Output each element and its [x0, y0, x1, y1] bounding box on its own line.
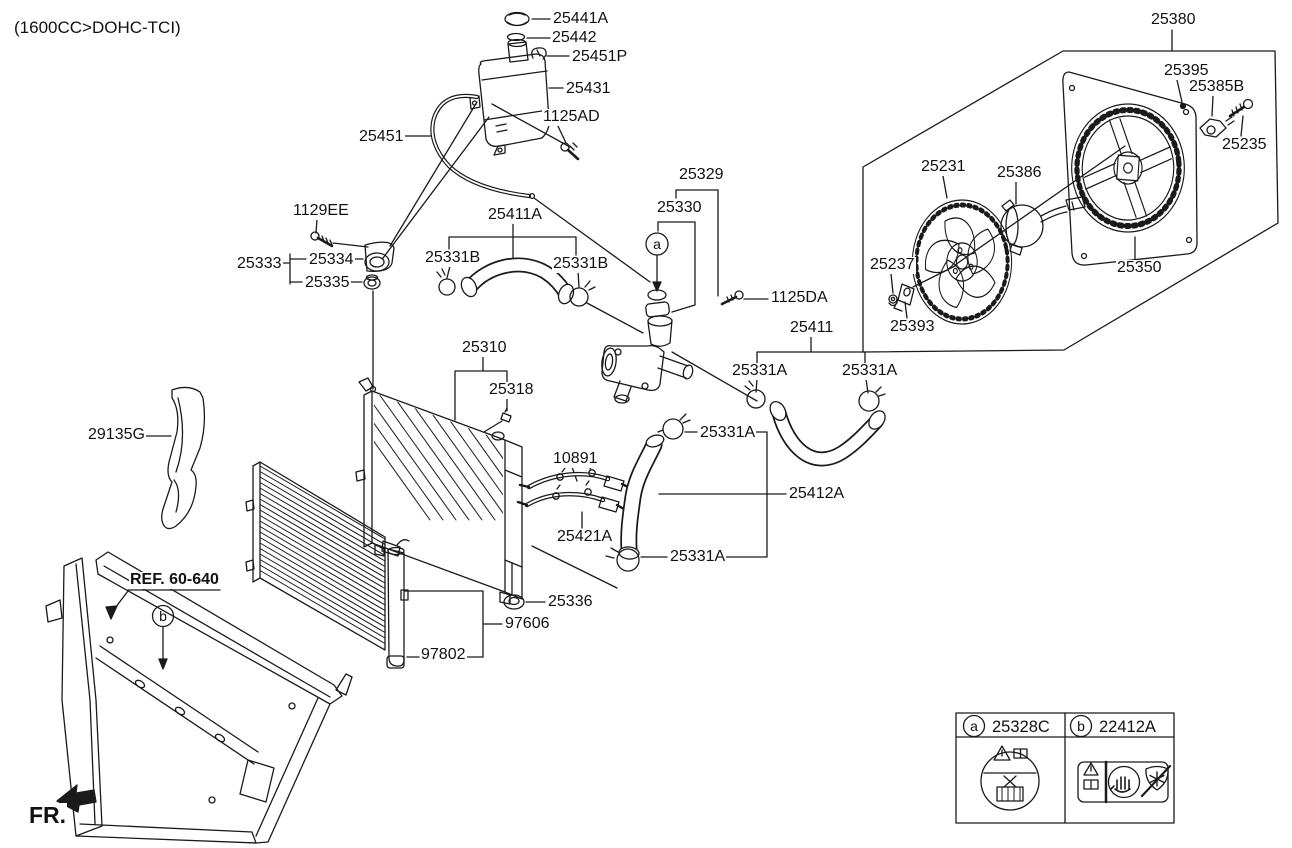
part-label-25411A: 25411A [487, 206, 543, 224]
part-label-25421A: 25421A [556, 528, 614, 546]
part-label-25318: 25318 [488, 381, 535, 399]
part-label-25451P: 25451P [571, 48, 629, 66]
part-label-25333: 25333 [236, 255, 283, 273]
part-label-25331A-4: 25331A [669, 548, 727, 566]
part-label-25330: 25330 [656, 199, 703, 217]
air-guard [141, 386, 206, 530]
part-label-10891: 10891 [552, 450, 599, 468]
part-label-1125AD: 1125AD [542, 108, 601, 126]
part-label-1129EE: 1129EE [292, 202, 350, 220]
condenser-group [245, 461, 503, 669]
part-label-25386: 25386 [996, 164, 1043, 182]
legend-table: a 25328C b 22412A [955, 712, 1175, 824]
filler-neck-group [601, 189, 769, 404]
part-label-25442: 25442 [551, 29, 598, 47]
legend-a-code: 25328C [992, 718, 1050, 736]
part-label-25334: 25334 [308, 251, 355, 269]
part-label-25451: 25451 [358, 128, 405, 146]
part-label-25335: 25335 [304, 274, 351, 292]
part-label-25441A: 25441A [552, 10, 610, 28]
part-label-25411: 25411 [789, 319, 835, 337]
part-label-25331B-left: 25331B [424, 249, 482, 267]
part-label-97802: 97802 [420, 646, 467, 664]
part-label-25350: 25350 [1116, 259, 1163, 277]
part-label-25395: 25395 [1163, 62, 1210, 80]
part-label-29135G: 29135G [87, 426, 146, 444]
part-label-25231: 25231 [920, 158, 967, 176]
radiator-group [355, 355, 618, 610]
part-label-fr: FR. [28, 802, 68, 828]
coolant-reservoir [469, 11, 580, 161]
legend-a-letter: a [970, 718, 978, 734]
part-label-25331B-right: 25331B [552, 255, 610, 273]
part-label-25431: 25431 [565, 80, 612, 98]
part-label-25329: 25329 [678, 166, 725, 184]
part-label-25237: 25237 [869, 256, 916, 274]
overflow-hose [400, 93, 651, 283]
part-label-25331A-1: 25331A [731, 362, 789, 380]
part-label-25385B: 25385B [1188, 78, 1246, 96]
part-label-25331A-3: 25331A [699, 424, 757, 442]
part-label-25310: 25310 [461, 339, 508, 357]
part-label-25235: 25235 [1221, 136, 1268, 154]
callout-b-letter: b [159, 608, 167, 624]
caution-label-icon [980, 745, 1040, 811]
fan-warning-label-icon [1077, 760, 1172, 804]
part-label-25380: 25380 [1150, 11, 1197, 29]
lower-hose-group [605, 335, 886, 572]
part-label-25393: 25393 [889, 318, 936, 336]
part-label-ref-60-640: REF. 60-640 [129, 571, 220, 589]
part-label-engine-variant: (1600CC>DOHC-TCI) [13, 18, 182, 37]
part-label-25412A: 25412A [788, 485, 846, 503]
part-label-25336: 25336 [547, 593, 594, 611]
upper-hose-group [436, 221, 644, 334]
part-label-97606: 97606 [504, 615, 551, 633]
reservoir-bracket-group [280, 101, 490, 390]
legend-b-letter: b [1077, 718, 1085, 734]
part-label-1125DA: 1125DA [770, 289, 829, 307]
callout-a-letter: a [653, 236, 661, 252]
legend-b-code: 22412A [1099, 718, 1156, 736]
fan-assembly-group [862, 29, 1279, 353]
part-label-25331A-2: 25331A [841, 362, 899, 380]
